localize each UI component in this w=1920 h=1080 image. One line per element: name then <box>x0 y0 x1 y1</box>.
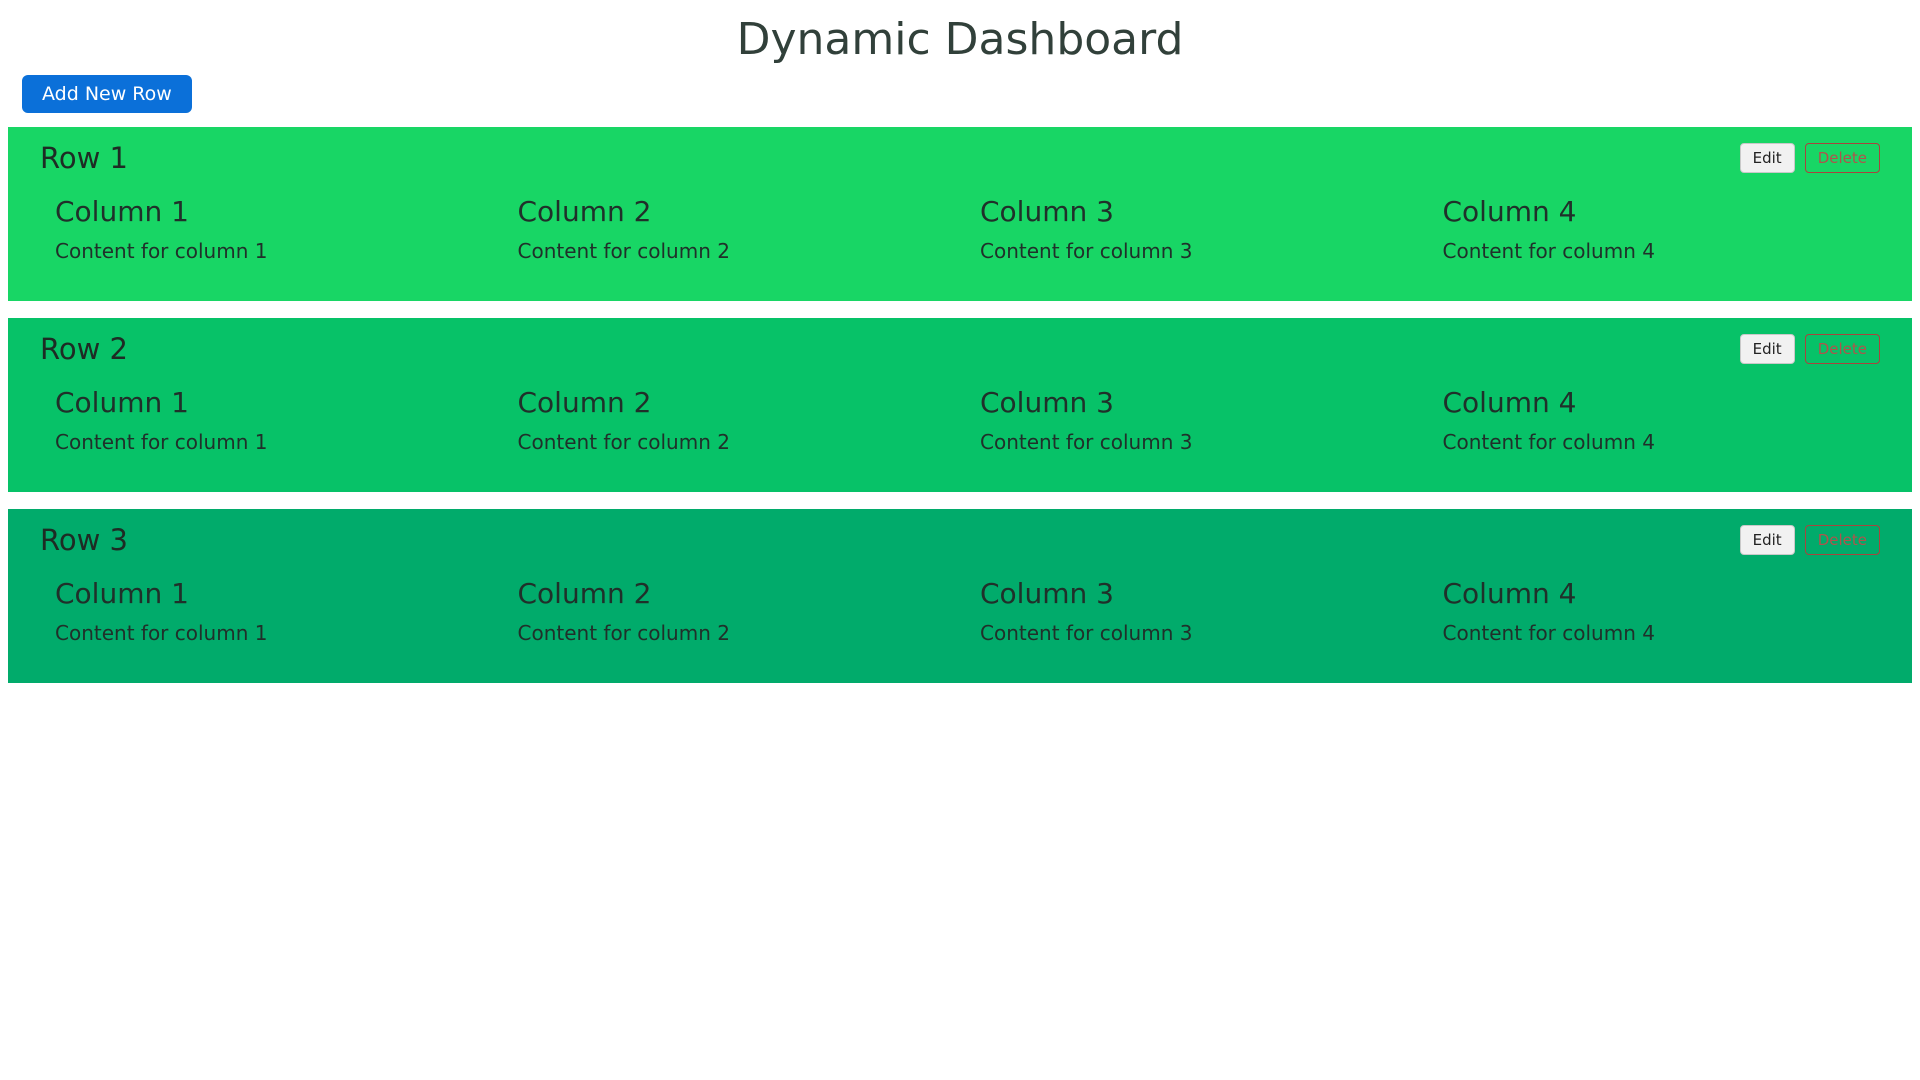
columns: Column 1 Content for column 1 Column 2 C… <box>40 189 1880 271</box>
column-content: Content for column 4 <box>1442 430 1655 454</box>
edit-button[interactable]: Edit <box>1739 525 1795 555</box>
columns: Column 1 Content for column 1 Column 2 C… <box>40 571 1880 653</box>
column-1: Column 1 Content for column 1 <box>40 571 493 653</box>
column-3: Column 3 Content for column 3 <box>965 380 1418 462</box>
edit-button[interactable]: Edit <box>1739 334 1795 364</box>
column-2: Column 2 Content for column 2 <box>503 380 956 462</box>
row-header: Row 1 Edit Delete <box>40 141 1880 175</box>
row-actions: Edit Delete <box>1739 525 1880 555</box>
row-header: Row 2 Edit Delete <box>40 332 1880 366</box>
column-title: Column 1 <box>55 195 189 228</box>
column-title: Column 3 <box>980 386 1114 419</box>
column-content: Content for column 1 <box>55 430 268 454</box>
column-2: Column 2 Content for column 2 <box>503 571 956 653</box>
add-new-row-button[interactable]: Add New Row <box>22 75 192 113</box>
column-content: Content for column 4 <box>1442 239 1655 263</box>
edit-button[interactable]: Edit <box>1739 143 1795 173</box>
column-title: Column 4 <box>1442 195 1577 228</box>
column-1: Column 1 Content for column 1 <box>40 189 493 271</box>
row-title: Row 3 <box>40 523 128 557</box>
column-content: Content for column 3 <box>980 621 1193 645</box>
row-title: Row 1 <box>40 141 128 175</box>
column-content: Content for column 2 <box>517 430 730 454</box>
column-title: Column 3 <box>980 195 1114 228</box>
row-title: Row 2 <box>40 332 128 366</box>
column-content: Content for column 3 <box>980 430 1193 454</box>
column-title: Column 2 <box>517 577 652 610</box>
delete-button[interactable]: Delete <box>1804 143 1880 173</box>
column-title: Column 1 <box>55 386 189 419</box>
delete-button[interactable]: Delete <box>1804 525 1880 555</box>
column-4: Column 4 Content for column 4 <box>1428 189 1881 271</box>
column-title: Column 2 <box>517 195 652 228</box>
dashboard-row-3: Row 3 Edit Delete Column 1 Content for c… <box>8 509 1912 683</box>
column-title: Column 4 <box>1442 386 1577 419</box>
toolbar: Add New Row <box>22 75 1920 113</box>
column-content: Content for column 1 <box>55 239 268 263</box>
column-title: Column 1 <box>55 577 189 610</box>
column-content: Content for column 4 <box>1442 621 1655 645</box>
column-title: Column 3 <box>980 577 1114 610</box>
column-3: Column 3 Content for column 3 <box>965 571 1418 653</box>
column-4: Column 4 Content for column 4 <box>1428 571 1881 653</box>
row-header: Row 3 Edit Delete <box>40 523 1880 557</box>
dashboard-row-2: Row 2 Edit Delete Column 1 Content for c… <box>8 318 1912 492</box>
column-content: Content for column 1 <box>55 621 268 645</box>
column-content: Content for column 3 <box>980 239 1193 263</box>
column-title: Column 4 <box>1442 577 1577 610</box>
column-4: Column 4 Content for column 4 <box>1428 380 1881 462</box>
column-content: Content for column 2 <box>517 621 730 645</box>
rows-container: Row 1 Edit Delete Column 1 Content for c… <box>8 127 1912 683</box>
column-2: Column 2 Content for column 2 <box>503 189 956 271</box>
page-title: Dynamic Dashboard <box>736 14 1184 65</box>
column-3: Column 3 Content for column 3 <box>965 189 1418 271</box>
column-content: Content for column 2 <box>517 239 730 263</box>
column-title: Column 2 <box>517 386 652 419</box>
row-actions: Edit Delete <box>1739 143 1880 173</box>
columns: Column 1 Content for column 1 Column 2 C… <box>40 380 1880 462</box>
dashboard-row-1: Row 1 Edit Delete Column 1 Content for c… <box>8 127 1912 301</box>
row-actions: Edit Delete <box>1739 334 1880 364</box>
column-1: Column 1 Content for column 1 <box>40 380 493 462</box>
delete-button[interactable]: Delete <box>1804 334 1880 364</box>
